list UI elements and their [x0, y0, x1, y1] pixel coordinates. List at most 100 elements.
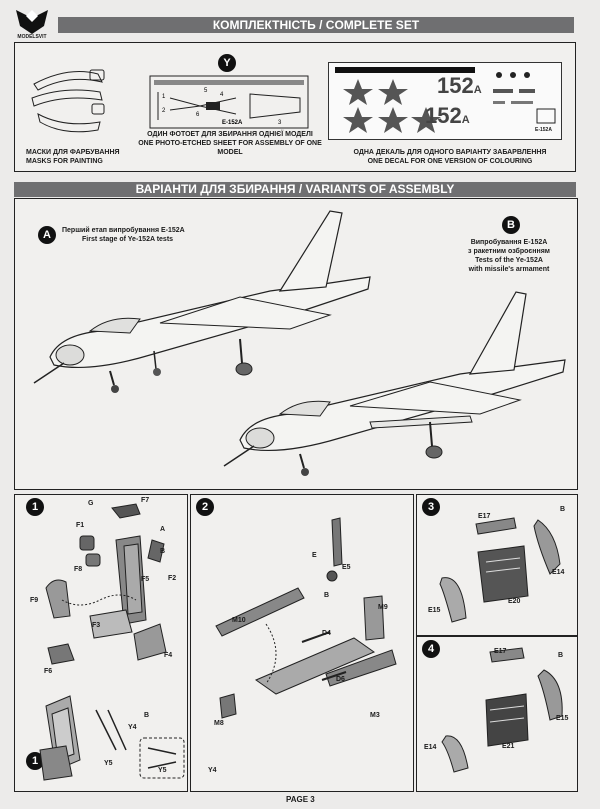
part-label: F8 — [74, 566, 83, 573]
variant-mark: B — [160, 548, 166, 555]
part-label: E5 — [342, 564, 351, 571]
part-label: D4 — [322, 630, 331, 637]
step-2-cockpit-parts — [215, 517, 397, 719]
part-label: F4 — [164, 652, 173, 659]
masks-caption: МАСКИ ДЛЯ ФАРБУВАННЯ MASKS FOR PAINTING — [26, 148, 126, 166]
aircraft-variant-a-drawing — [33, 210, 371, 393]
variant-a-caption: Перший етап випробування Е-152А First st… — [62, 226, 212, 244]
part-label: Y5 — [104, 760, 113, 767]
variant-b-caption-en1: Tests of the Ye-152A — [475, 257, 543, 264]
decal-number-text: 152 — [437, 73, 474, 98]
part-label: F5 — [141, 576, 150, 583]
star-icon — [343, 107, 373, 133]
variant-a-caption-ua: Перший етап випробування Е-152А — [62, 227, 185, 234]
masks-illustration — [31, 69, 105, 133]
logo-emblem — [16, 10, 48, 34]
variant-mark: B — [558, 652, 564, 659]
variant-b-caption-en2: with missile's armament — [468, 266, 550, 273]
variant-a-caption-en: First stage of Ye-152A tests — [82, 236, 174, 243]
page-title-text: КОМПЛЕКТНІСТЬ / COMPLETE SET — [212, 18, 420, 32]
star-icon — [343, 79, 373, 105]
fret-number: 3 — [278, 120, 282, 126]
photo-etched-fret: 1 2 3 4 5 6 E-152A — [149, 75, 309, 129]
part-label: E14 — [552, 569, 565, 576]
page-number: PAGE 3 — [286, 795, 315, 804]
variant-mark: B — [560, 506, 566, 513]
decal-sheet: 152A 152A E-152A — [328, 62, 562, 140]
part-label: M3 — [370, 712, 380, 719]
masks-caption-ua: МАСКИ ДЛЯ ФАРБУВАННЯ — [26, 149, 120, 156]
variant-mark: A — [160, 526, 166, 533]
aircraft-variant-b-drawing — [223, 291, 566, 476]
part-label: F6 — [44, 668, 53, 675]
part-label: M10 — [232, 617, 246, 624]
part-label: E20 — [508, 598, 521, 605]
masks-caption-en: MASKS FOR PAINTING — [26, 158, 103, 165]
decal-caption-ua: ОДНА ДЕКАЛЬ ДЛЯ ОДНОГО ВАРІАНТУ ЗАБАРВЛЕ… — [353, 149, 547, 156]
step-3-parts — [439, 517, 561, 623]
photo-etched-caption-ua: ОДИН ФОТОЕТ ДЛЯ ЗБИРАННЯ ОДНІЄЇ МОДЕЛІ — [147, 131, 313, 138]
decal-number-top: 152A — [437, 75, 482, 101]
fret-number: 2 — [162, 108, 166, 114]
variant-b-caption: Випробування Е-152А з ракетним озброєння… — [454, 238, 564, 274]
part-label: E14 — [424, 744, 437, 751]
decal-stripe — [335, 67, 475, 73]
variant-mark: G — [88, 500, 94, 507]
decal-stars — [343, 79, 441, 133]
part-label: F1 — [76, 522, 85, 529]
fret-number: 6 — [196, 112, 200, 118]
step-2-panel — [190, 494, 414, 792]
variant-a-badge: A — [38, 226, 56, 244]
star-icon — [378, 107, 408, 133]
decal-caption: ОДНА ДЕКАЛЬ ДЛЯ ОДНОГО ВАРІАНТУ ЗАБАРВЛЕ… — [340, 148, 560, 166]
fret-number: 4 — [220, 92, 224, 98]
step-4-parts — [441, 647, 563, 773]
step-4-badge: 4 — [422, 640, 440, 658]
part-label: E17 — [494, 648, 507, 655]
part-label: Y4 — [208, 767, 217, 774]
part-label: E17 — [478, 513, 491, 520]
part-label: M8 — [214, 720, 224, 727]
variant-mark: B — [324, 592, 330, 599]
decal-number-text: 152 — [425, 103, 462, 128]
variant-b-badge: B — [502, 216, 520, 234]
step-2-badge: 2 — [196, 498, 214, 516]
variant-mark: B — [144, 712, 150, 719]
variant-b-caption-ua2: з ракетним озброєнням — [468, 248, 550, 255]
part-label: Y5 — [158, 767, 167, 774]
part-label: D6 — [336, 676, 345, 683]
page-title: КОМПЛЕКТНІСТЬ / COMPLETE SET — [58, 17, 574, 33]
step-1-badge: 1 — [26, 498, 44, 516]
variant-b-caption-ua1: Випробування Е-152А — [470, 239, 548, 246]
star-icon — [378, 79, 408, 105]
part-label: F7 — [141, 497, 150, 504]
decal-suffix-text: A — [473, 84, 482, 96]
part-label: M9 — [378, 604, 388, 611]
step-1b-badge: 1 — [26, 752, 44, 770]
decal-number-bottom: 152A — [425, 105, 470, 131]
photo-etched-caption: ОДИН ФОТОЕТ ДЛЯ ЗБИРАННЯ ОДНІЄЇ МОДЕЛІ O… — [130, 130, 330, 157]
decal-misc-marks — [493, 72, 556, 124]
part-label: F2 — [168, 575, 177, 582]
decal-caption-en: ONE DECAL FOR ONE VERSION OF COLOURING — [367, 158, 533, 165]
photo-etched-caption-en: ONE PHOTO-ETCHED SHEET FOR ASSEMBLY OF O… — [138, 140, 322, 156]
fret-label: E-152A — [222, 120, 243, 126]
part-label: F3 — [92, 622, 101, 629]
variants-title-text: ВАРІАНТИ ДЛЯ ЗБИРАННЯ / VARIANTS OF ASSE… — [135, 182, 455, 196]
fret-number: 1 — [162, 94, 166, 100]
decal-code: E-152A — [535, 127, 552, 133]
part-label: E21 — [502, 743, 515, 750]
variants-title: ВАРІАНТИ ДЛЯ ЗБИРАННЯ / VARIANTS OF ASSE… — [14, 182, 576, 197]
variant-mark: E — [312, 552, 317, 559]
part-label: Y4 — [128, 724, 137, 731]
part-label: E15 — [428, 607, 441, 614]
step-1-seat-parts — [45, 503, 167, 665]
part-label: E15 — [556, 715, 569, 722]
step-3-badge: 3 — [422, 498, 440, 516]
fret-number: 5 — [204, 88, 208, 94]
step-1b-seat-belts — [39, 695, 185, 781]
star-icon — [411, 107, 441, 133]
part-label: F9 — [30, 597, 39, 604]
photo-etched-badge: Y — [218, 54, 236, 72]
logo-text: MODELSVIT — [17, 34, 47, 40]
